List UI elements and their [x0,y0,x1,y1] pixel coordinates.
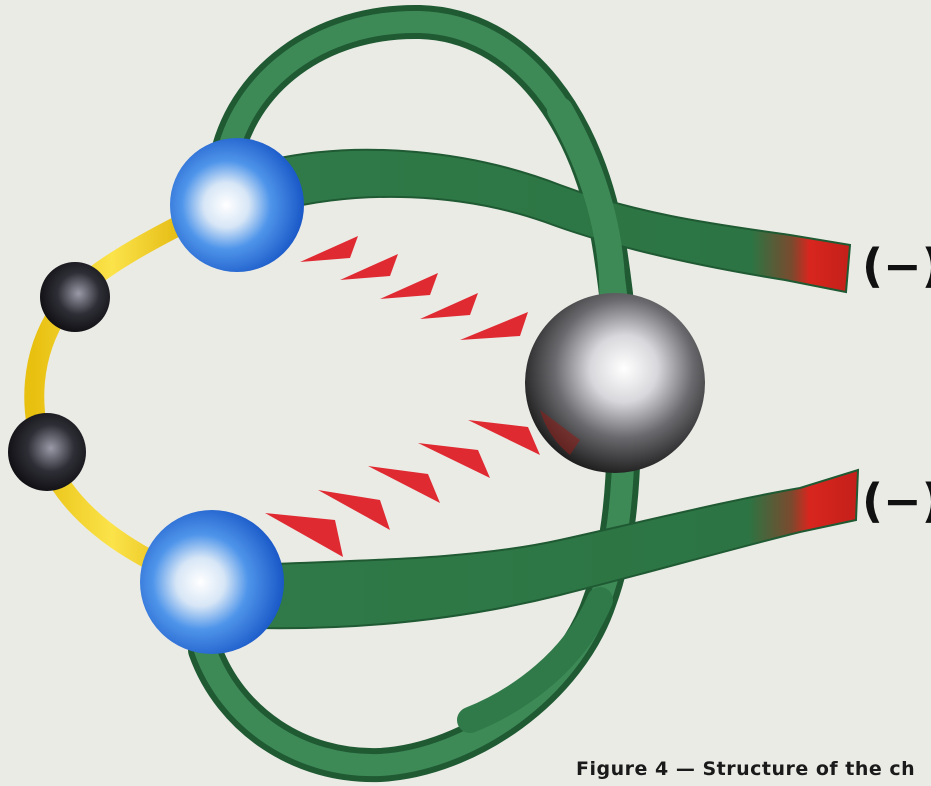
interaction-arrow [460,312,528,340]
linker-bead-upper [40,262,110,332]
interaction-arrows-bottom [265,420,540,557]
interaction-arrow [468,420,540,455]
interaction-arrow [420,293,478,319]
interaction-arrow [265,513,343,557]
binding-sphere-bottom [140,510,284,654]
green-ribbon-arm-top [270,150,850,292]
interaction-arrows-top [300,236,528,340]
interaction-arrow [418,443,490,478]
interaction-arrow [368,466,440,503]
interaction-arrow [300,236,358,262]
interaction-arrow [380,273,438,299]
central-metal-ion [525,293,705,473]
charge-label-bottom: (−) [862,478,931,524]
binding-sphere-top [170,138,304,272]
linker-bead-lower [8,413,86,491]
charge-label-top: (−) [862,243,931,289]
figure-caption: Figure 4 — Structure of the ch [576,758,931,780]
